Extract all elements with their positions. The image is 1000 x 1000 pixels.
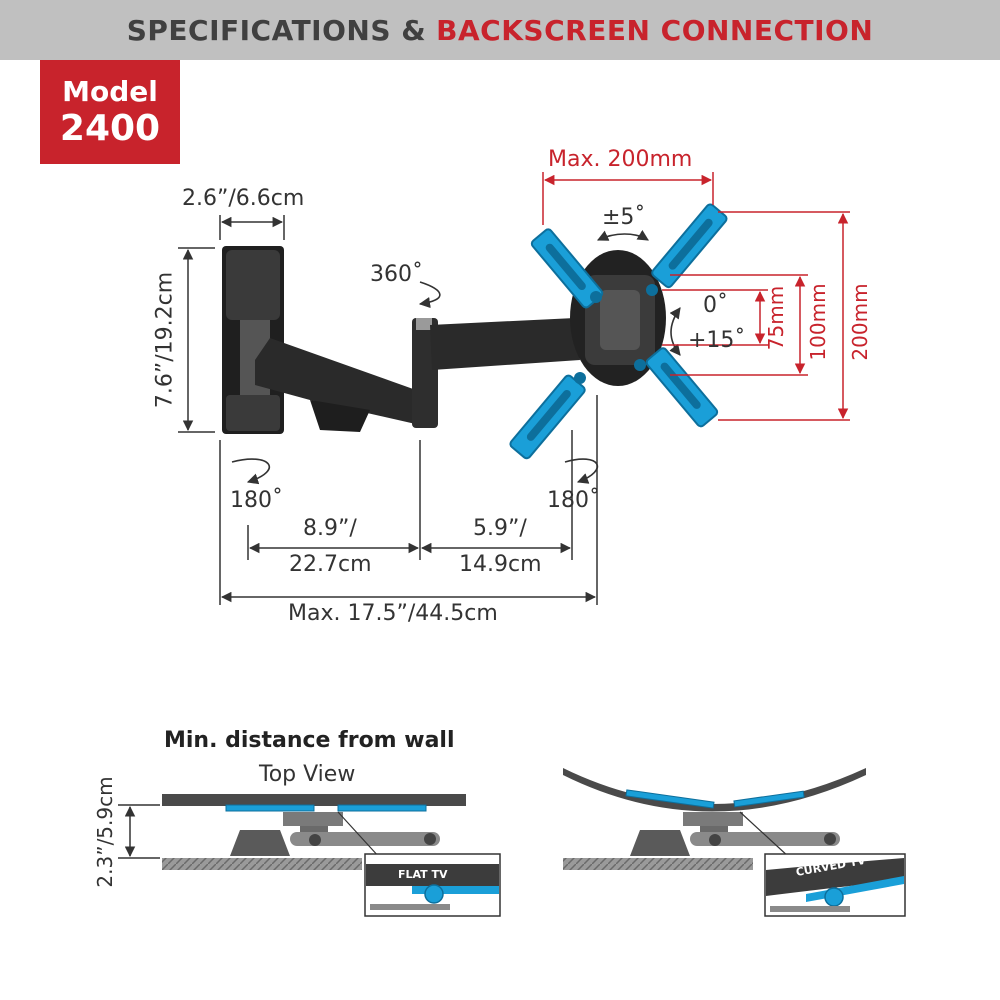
arm2-length-line2: 14.9cm [459,552,542,577]
page-header: SPECIFICATIONS & BACKSCREEN CONNECTION [0,0,1000,60]
vesa-bracket-bottom-left [509,374,586,460]
tilt-bottom-label: +15˚ [688,328,746,353]
vesa-dimension-lines [542,172,850,421]
header-title-part2: BACKSCREEN CONNECTION [436,13,874,47]
min-distance-title: Min. distance from wall [164,728,455,753]
header-title-part1: SPECIFICATIONS & [126,13,427,47]
flat-tv-label: FLAT TV [398,868,448,881]
flat-tv-inset [364,853,501,917]
max-extension-label: Max. 17.5”/44.5cm [288,601,498,626]
wall-plate-width-label: 2.6”/6.6cm [182,186,305,211]
model-number: 2400 [59,108,161,149]
tilt-top-label: 0˚ [703,293,728,318]
arm2-length-line1: 5.9”/ [473,516,527,541]
model-badge: Model 2400 [40,60,180,164]
min-distance-value: 2.3”/5.9cm [93,776,117,888]
wall-plate-height-label: 7.6”/19.2cm [152,271,178,409]
bolt [574,372,586,384]
vesa-100-label: 100mm [806,283,830,361]
curved-tv-inset [764,853,906,917]
model-label: Model [62,75,158,108]
min-distance-dimension [118,804,160,859]
arm-second [430,318,580,370]
bolt [646,284,658,296]
rotation-label: ±5˚ [602,205,646,230]
top-view-label: Top View [259,762,356,787]
vesa-bracket-top-right [651,203,728,289]
arm-swivel-label: 360˚ [370,262,423,287]
bolt [590,291,602,303]
wall-flat [162,858,362,870]
dimension-lines [178,215,598,605]
bolt [634,359,646,371]
vesa-75-label: 75mm [764,285,788,351]
vesa-bracket-bottom-right [645,347,719,428]
curved-tv-top-view [563,768,866,870]
arm1-length-line2: 22.7cm [289,552,372,577]
vesa-200-label: 200mm [848,283,872,361]
vesa-max-width-label: Max. 200mm [548,147,693,172]
head-swivel-label: 180˚ [547,488,600,513]
wall-swivel-label: 180˚ [230,488,283,513]
rotation-arrows [231,229,681,485]
arm1-length-line1: 8.9”/ [303,516,357,541]
